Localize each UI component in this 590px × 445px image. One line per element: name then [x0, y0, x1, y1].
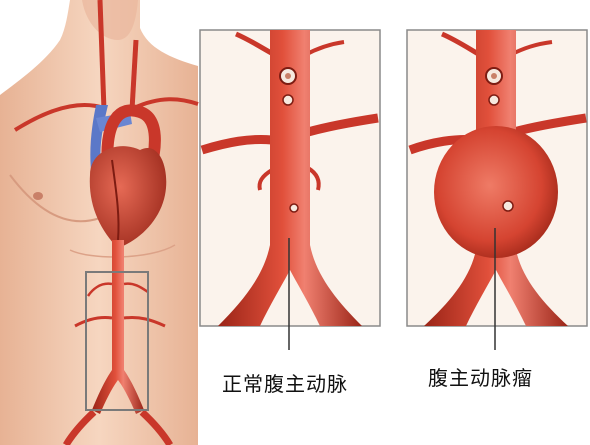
torso [0, 0, 198, 445]
caption-aortic-aneurysm: 腹主动脉瘤 [428, 362, 533, 391]
panel-normal-opening-2 [283, 95, 293, 105]
panel-normal-opening-3 [290, 204, 298, 212]
panel-aneurysm-opening-1-inner [491, 73, 497, 79]
panel-normal-opening-1-inner [285, 73, 291, 79]
panel-aneurysm-opening-2 [489, 95, 499, 105]
panel-aneurysm-opening-3 [503, 201, 513, 211]
nipple [33, 192, 43, 200]
panel-normal [200, 30, 380, 350]
panel-aneurysm [407, 30, 587, 350]
panel-aneurysm-bulge [434, 126, 558, 258]
torso-body [0, 0, 198, 445]
caption-normal-aorta: 正常腹主动脉 [222, 368, 348, 397]
